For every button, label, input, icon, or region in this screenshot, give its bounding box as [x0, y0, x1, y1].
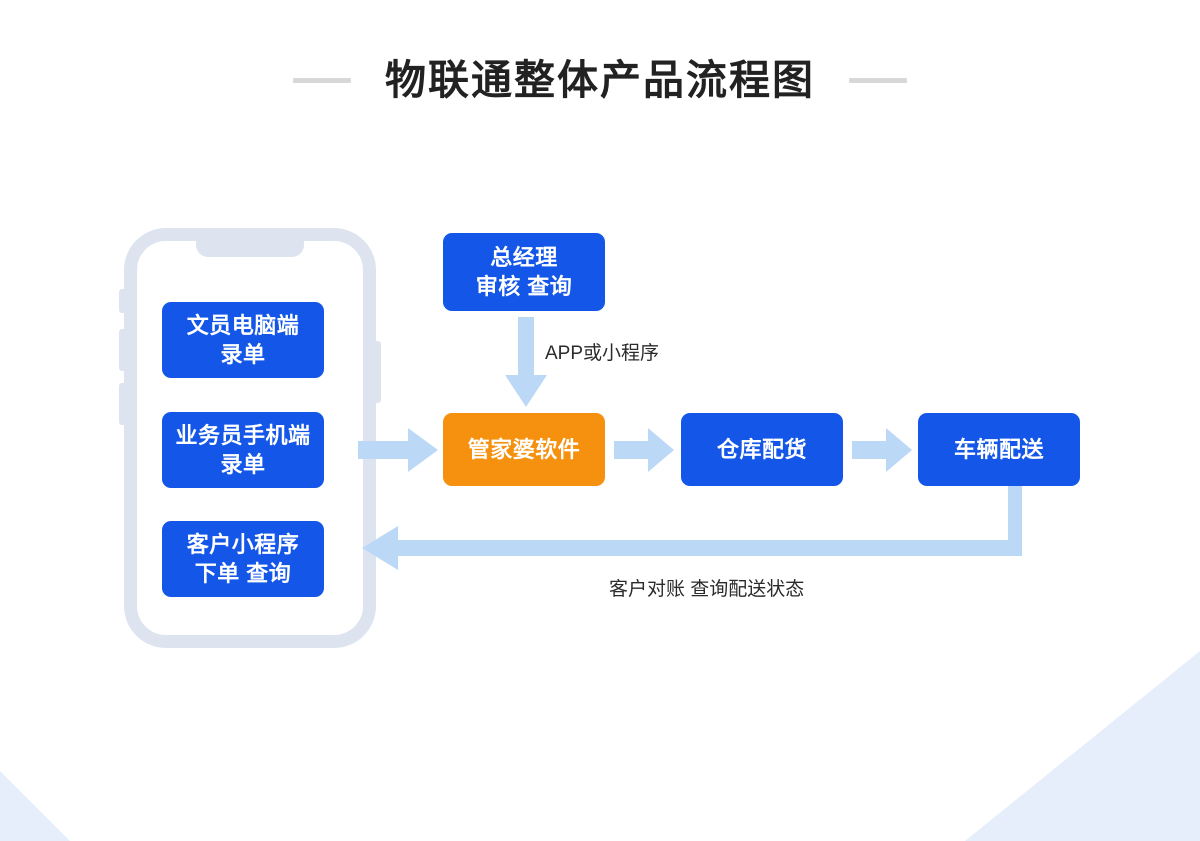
corner-triangle-bottom-left — [0, 771, 70, 841]
node-software-label: 管家婆软件 — [467, 436, 581, 462]
arrow-right-icon-warehouse-to-delivery — [852, 428, 912, 472]
title-row: 物联通整体产品流程图 — [0, 60, 1200, 101]
phone-volume-up-button[interactable] — [119, 329, 124, 371]
node-delivery[interactable]: 车辆配送 — [918, 413, 1080, 486]
node-clerk-line1: 文员电脑端 — [186, 312, 300, 338]
edge-label-app-or-miniprogram: APP或小程序 — [545, 343, 660, 364]
arrow-right-icon-software-to-warehouse — [614, 428, 674, 472]
node-manager[interactable]: 总经理 审核 查询 — [443, 233, 605, 311]
corner-triangle-bottom-right — [965, 651, 1200, 841]
node-customer-line2: 下单 查询 — [194, 561, 292, 586]
node-clerk-line2: 录单 — [220, 342, 266, 367]
phone-power-button[interactable] — [376, 341, 381, 403]
arrow-right-icon-phone-to-software — [358, 428, 438, 472]
node-sales-line1: 业务员手机端 — [175, 422, 311, 448]
node-clerk[interactable]: 文员电脑端 录单 — [162, 302, 324, 378]
node-sales-line2: 录单 — [220, 452, 266, 477]
phone-mute-button[interactable] — [119, 289, 124, 313]
node-delivery-label: 车辆配送 — [953, 436, 1044, 462]
title-dash-left — [293, 78, 351, 83]
node-customer-line1: 客户小程序 — [186, 531, 300, 557]
phone-volume-down-button[interactable] — [119, 383, 124, 425]
node-warehouse[interactable]: 仓库配货 — [681, 413, 843, 486]
node-customer[interactable]: 客户小程序 下单 查询 — [162, 521, 324, 597]
node-warehouse-label: 仓库配货 — [716, 436, 807, 462]
node-manager-line2: 审核 查询 — [475, 274, 573, 299]
phone-notch — [196, 240, 304, 257]
node-manager-line1: 总经理 — [490, 244, 558, 270]
title-dash-right — [849, 78, 907, 83]
arrow-left-icon-delivery-to-customer — [362, 486, 1022, 570]
arrow-down-icon-manager-to-software — [505, 317, 547, 407]
node-sales[interactable]: 业务员手机端 录单 — [162, 412, 324, 488]
page-title: 物联通整体产品流程图 — [385, 57, 815, 103]
node-software[interactable]: 管家婆软件 — [443, 413, 605, 486]
edge-label-customer-reconciliation: 客户对账 查询配送状态 — [609, 579, 805, 600]
